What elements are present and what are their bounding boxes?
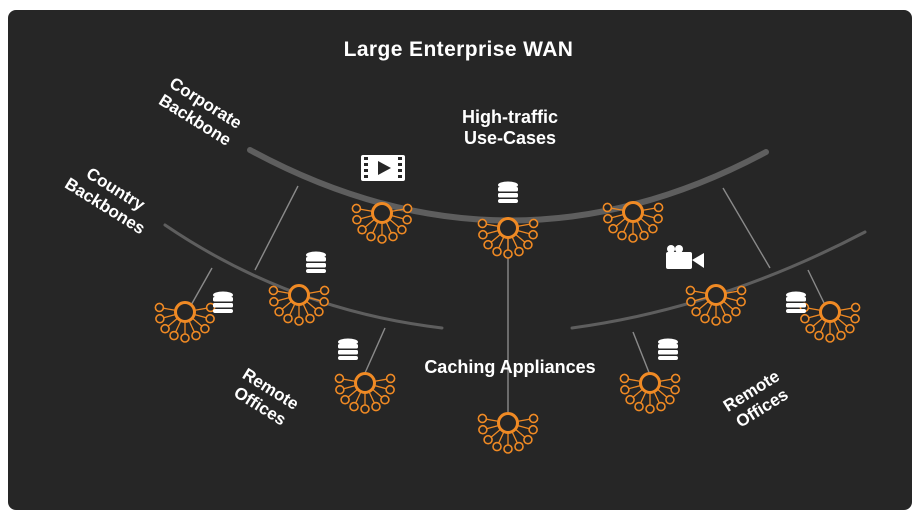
- router-node: [477, 217, 539, 259]
- router-node: [334, 372, 396, 414]
- database-icon: [306, 251, 326, 273]
- database-icon: [213, 291, 233, 313]
- router-node: [351, 202, 413, 244]
- network-links: [189, 185, 827, 412]
- database-icon: [658, 338, 678, 360]
- router-node: [685, 284, 747, 326]
- router-node: [602, 201, 664, 243]
- diagram-title: Large Enterprise WAN: [343, 38, 574, 61]
- camera-icon: [666, 245, 704, 269]
- router-node: [799, 301, 861, 343]
- database-icon: [498, 181, 518, 203]
- caching-appliances-label: Caching Appliances: [424, 357, 596, 377]
- router-node: [619, 372, 681, 414]
- database-icon: [338, 338, 358, 360]
- router-node: [268, 284, 330, 326]
- film-icon: [361, 155, 405, 181]
- high-traffic-label: High-traffic Use-Cases: [462, 107, 558, 149]
- router-node: [477, 412, 539, 454]
- router-node: [154, 301, 216, 343]
- router-nodes: [154, 201, 861, 454]
- database-icon: [786, 291, 806, 313]
- diagram-panel: [8, 10, 912, 510]
